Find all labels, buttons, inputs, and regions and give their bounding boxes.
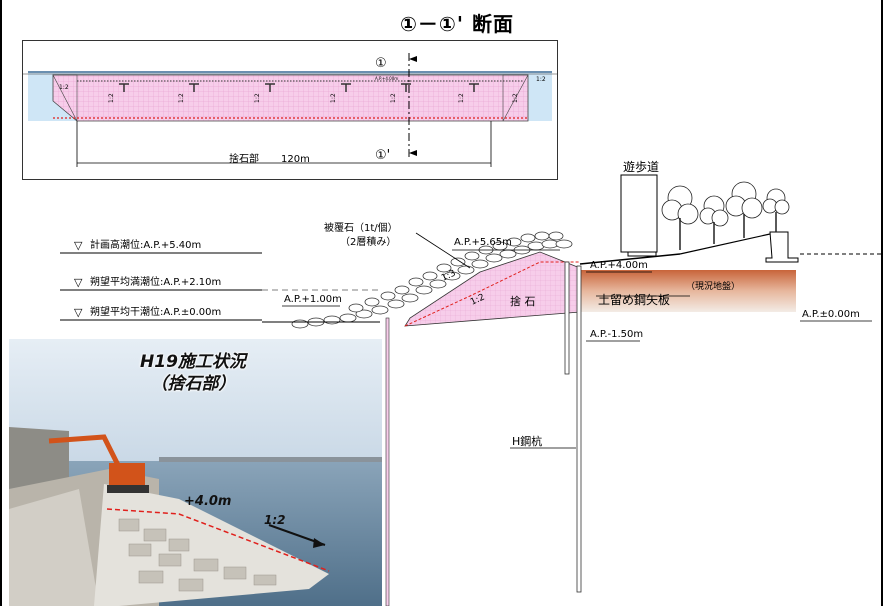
frame-left-line	[0, 0, 2, 606]
plan-slope-label: 1:2	[59, 84, 69, 91]
photo-arrow-head	[313, 538, 325, 548]
photo-height-label: +4.0m	[184, 494, 231, 509]
apm150-label: A.P.-1.50m	[590, 329, 644, 340]
frame-right-line	[881, 0, 883, 606]
wl-symbol: ▽	[74, 239, 83, 252]
plan-view: 1:2 1:2 1:2 1:2 1:2 1:2 1:2 1:2 1:2 A.P.…	[22, 40, 558, 180]
cover-stone-leader	[415, 232, 471, 269]
rubble-label: 捨 石	[510, 295, 536, 308]
cover-stone-sub-label: （2層積み）	[340, 237, 397, 248]
plan-rubble-label: 捨石部	[229, 152, 259, 165]
section-title: ①－①' 断面	[400, 12, 514, 36]
existing-ground-label: （現況地盤）	[686, 282, 741, 292]
wl-text: 計画高潮位:A.P.+5.40m	[90, 240, 202, 251]
embankment-slope	[679, 233, 771, 255]
promenade-width-box	[620, 174, 658, 253]
photo-scene: +4.0m 1:2	[9, 339, 382, 606]
sheet-pile	[564, 261, 570, 375]
sheet-pile-label: 土留め鋼矢板	[598, 293, 671, 307]
plan-water-top	[28, 71, 552, 73]
promenade-surface	[579, 253, 681, 265]
ap400-label: A.P.+4.00m	[590, 260, 648, 271]
trees	[661, 181, 790, 250]
plan-slope-label: 1:2	[108, 93, 115, 103]
plan-right-slope	[502, 74, 529, 122]
cut-arrow-bottom	[409, 150, 417, 156]
plan-slope-label: 1:2	[458, 93, 465, 103]
ap565-label: A.P.+5.65m	[454, 237, 512, 248]
left-h-pile	[385, 317, 390, 606]
photo-title-line1: H19施工状況	[140, 352, 246, 372]
photo-stone-blocks	[118, 518, 277, 592]
photo-sky	[9, 339, 382, 464]
plan-small-label: A.P.+4.00m	[375, 76, 398, 81]
photo-far-shore	[159, 457, 382, 462]
photo-title: H19施工状況 （捨石部）	[123, 351, 263, 395]
plan-slope-label: 1:2	[390, 93, 397, 103]
plan-length-label: 120m	[281, 154, 310, 165]
plan-drawing: 1:2 1:2 1:2 1:2 1:2 1:2 1:2 1:2 1:2 A.P.…	[23, 53, 557, 167]
plan-piers	[119, 83, 479, 92]
plan-slope-label: 1:2	[254, 93, 261, 103]
promenade-label: 遊歩道	[623, 159, 659, 174]
h-pile-label: H鋼杭	[512, 435, 543, 448]
ap000-right-label: A.P.±0.00m	[802, 309, 860, 320]
photo-red-dashed	[106, 508, 330, 572]
retaining-wall	[765, 231, 799, 263]
plan-slope-label: 1:2	[330, 93, 337, 103]
cut-arrow-top	[409, 56, 417, 62]
promenade-deck	[627, 251, 657, 257]
photo-title-line2: （捨石部）	[150, 374, 236, 394]
construction-photo: +4.0m 1:2 H19施工状況 （捨石部）	[9, 339, 382, 606]
h-pile	[576, 265, 582, 593]
ap100-label: A.P.+1.00m	[284, 294, 342, 305]
plan-slope-label: 1:2	[536, 76, 546, 83]
armor-stones	[291, 231, 573, 329]
wl-text: 朔望平均干潮位:A.P.±0.00m	[90, 307, 222, 318]
plan-slope-label: 1:2	[178, 93, 185, 103]
photo-slope-label: 1:2	[264, 513, 286, 527]
plan-slope-label: 1:2	[512, 93, 519, 103]
existing-ground	[578, 270, 796, 312]
wl-symbol: ▽	[74, 306, 83, 319]
plan-left-slope	[52, 74, 78, 122]
wl-text: 朔望平均満潮位:A.P.+2.10m	[90, 277, 222, 288]
wl-symbol: ▽	[74, 276, 83, 289]
plan-marker-top: ①	[375, 56, 387, 71]
cover-stone-label: 被覆石（1t/個）	[324, 223, 398, 234]
photo-excavator	[48, 434, 149, 493]
red-dashed-layer	[404, 261, 580, 327]
plan-marker-bottom: ①'	[375, 148, 390, 163]
photo-quay-top	[9, 489, 99, 606]
